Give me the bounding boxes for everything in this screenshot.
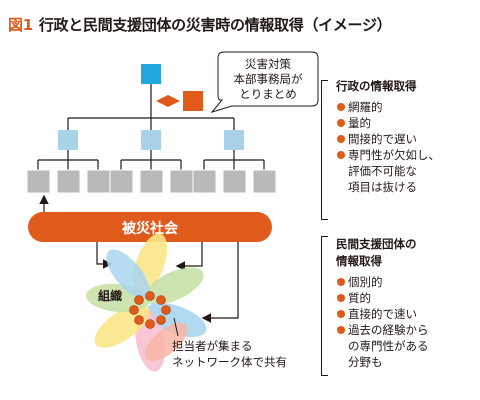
hierarchy-lines [37,84,265,170]
member-dot [134,295,144,305]
member-dot [156,315,166,325]
bottom-boxes [26,169,277,194]
civil-panel-title-line-2: 情報取得 [336,254,382,268]
society-to-network-arrow-2 [201,242,239,323]
civil-info-panel: 民間支援団体の 情報取得 個別的 質的 直接的で速い 過去の経験から の専門性が… [336,236,429,370]
callout-line-3: とりまとめ [239,87,297,101]
civil-item: 直接的で速い [336,306,429,322]
bottom-box [222,169,247,194]
admin-bracket [321,80,328,220]
admin-item-cont: 項目は抜ける [348,180,417,194]
member-dot [145,291,155,301]
civil-item: 個別的 [336,274,429,290]
callout-line-2: 本部事務局が [234,72,303,86]
figure-title: 図1 行政と民間支援団体の災害時の情報取得（イメージ） [8,14,392,35]
civil-bracket [321,236,328,376]
callout-line-1: 災害対策 [245,57,291,71]
admin-item: 量的 [336,115,440,131]
petal [144,267,204,305]
admin-item: 専門性が欠如し、 [336,147,440,163]
civil-item: 過去の経験から [336,322,429,338]
civil-item: 質的 [336,290,429,306]
network-caption-line-2: ネットワーク体で共有 [172,355,287,369]
society-to-org-arrow [96,242,113,269]
secretariat-callout: 災害対策 本部事務局が とりまとめ [210,51,319,113]
member-dot [145,319,155,329]
petal [145,302,207,338]
mid-box [141,130,161,150]
affected-society-label: 被災社会 [122,220,179,237]
admin-item: 網羅的 [336,99,440,115]
bottom-box [169,169,194,194]
secretariat-box [183,91,203,111]
member-dot [161,305,171,315]
bottom-box [139,169,164,194]
mid-box [224,130,244,150]
network-caption-line-1: 担当者が集まる [172,339,253,353]
petal [144,322,188,362]
admin-item-cont: 評価不可能な [348,164,417,178]
bottom-box [26,169,51,194]
bottom-box [252,169,277,194]
admin-panel-title: 行政の情報取得 [336,79,417,93]
bottom-box [192,169,217,194]
civil-item-cont: 分野も [348,355,383,369]
civil-item-cont: の専門性がある [348,339,429,353]
member-dot [129,305,139,315]
mid-box [58,130,78,150]
top-command-box [141,64,161,84]
affected-society-bar [28,212,272,242]
petal [106,249,150,299]
organization-label: 組織 [98,288,122,303]
bottom-box [109,169,134,194]
figure-title-text: 行政と民間支援団体の災害時の情報取得（イメージ） [38,16,392,34]
member-dot [156,295,166,305]
organization-flower [86,233,207,372]
society-to-network-arrow-1 [175,242,203,271]
civil-panel-title-line-1: 民間支援団体の [336,237,417,251]
bottom-box [86,169,111,194]
admin-info-panel: 行政の情報取得 網羅的 量的 間接的で遅い 専門性が欠如し、 評価不可能な 項目… [336,78,440,195]
admin-item: 間接的で遅い [336,131,440,147]
petal [94,304,150,348]
member-ring [129,291,171,329]
member-dot [134,315,144,325]
bottom-box [56,169,81,194]
figure-number: 図1 [8,16,33,34]
